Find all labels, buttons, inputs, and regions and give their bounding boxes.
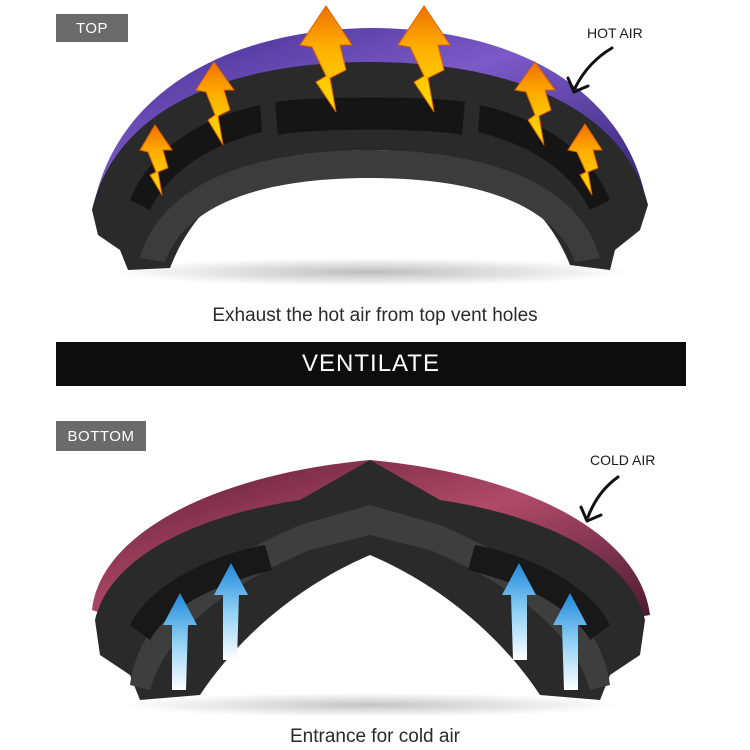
bottom-tag-label: BOTTOM <box>67 427 135 445</box>
top-caption-text: Exhaust the hot air from top vent holes <box>212 305 538 326</box>
bottom-goggle-lens <box>92 460 650 620</box>
top-vent-right <box>478 105 610 210</box>
top-goggle-foam <box>140 150 600 262</box>
hot-air-pointer-head-icon <box>566 76 590 94</box>
hot-air-arrows <box>139 5 603 196</box>
cold-air-arrow-2 <box>214 563 248 660</box>
bottom-goggle-photo <box>92 460 650 717</box>
cold-air-callout-label: COLD AIR <box>590 452 656 468</box>
hot-air-callout: HOT AIR <box>587 25 643 41</box>
bottom-caption-text: Entrance for cold air <box>289 726 461 747</box>
ventilate-banner: VENTILATE <box>56 342 686 386</box>
cold-air-pointer-icon <box>586 475 620 519</box>
ventilate-banner-text: VENTILATE <box>302 350 440 377</box>
top-goggle-shadow <box>110 258 630 286</box>
bottom-tag: BOTTOM <box>56 421 146 451</box>
hot-air-arrow-4 <box>397 5 451 113</box>
hot-air-pointer-icon <box>573 46 614 90</box>
top-goggle-lens <box>95 28 645 205</box>
cold-air-arrow-4 <box>553 593 587 690</box>
bottom-caption: Entrance for cold air <box>0 726 750 748</box>
hot-air-callout-label: HOT AIR <box>587 25 643 41</box>
cold-air-arrows <box>163 563 587 690</box>
cold-air-arrow-3 <box>502 563 536 660</box>
top-caption: Exhaust the hot air from top vent holes <box>0 305 750 327</box>
top-vent-left <box>130 105 262 210</box>
hot-air-arrow-6 <box>567 123 603 196</box>
bottom-goggle-shadow <box>120 693 620 717</box>
cold-air-pointer-head-icon <box>579 505 603 523</box>
top-goggle-photo <box>92 5 648 286</box>
cold-air-callout: COLD AIR <box>590 452 655 468</box>
cold-air-arrow-1 <box>163 593 197 690</box>
hot-air-arrow-5 <box>514 61 556 146</box>
hot-air-arrow-3 <box>299 5 353 113</box>
top-tag: TOP <box>56 14 128 42</box>
top-vent-center <box>275 97 465 135</box>
bottom-vent-left <box>130 545 272 640</box>
hot-air-arrow-2 <box>195 61 235 146</box>
top-tag-label: TOP <box>75 19 109 37</box>
hot-air-arrow-1 <box>139 124 173 196</box>
